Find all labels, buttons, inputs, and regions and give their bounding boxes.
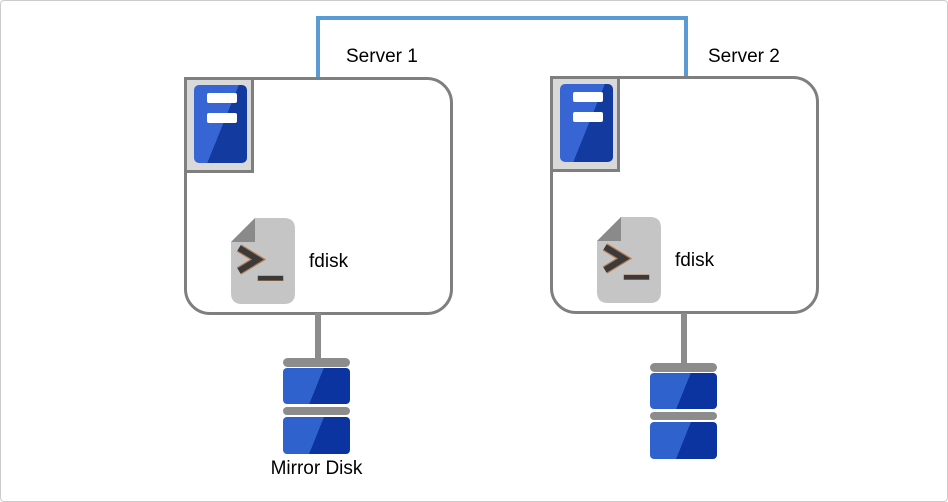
mirror-disk-label: Mirror Disk <box>270 458 363 479</box>
server1-disk-connector-line <box>315 313 321 359</box>
network-link-line <box>316 16 688 78</box>
terminal-document-icon <box>231 218 295 304</box>
server-icon <box>194 85 247 163</box>
disk-cap <box>650 363 717 372</box>
server1-tool-label: fdisk <box>309 251 349 272</box>
server2-node: fdisk <box>550 76 819 314</box>
server2-chassis-frame <box>550 76 620 172</box>
server-icon-slot <box>573 92 603 102</box>
disk-platter <box>650 422 717 459</box>
mirror-disk1-icon: Mirror Disk <box>271 358 362 479</box>
server1-chassis-frame <box>184 77 254 173</box>
disk-platter <box>283 417 350 454</box>
server-icon-slot <box>207 93 237 103</box>
server-icon <box>560 84 613 162</box>
disk-cap <box>283 358 350 367</box>
disk-divider <box>283 407 350 415</box>
server2-tool-label: fdisk <box>675 250 715 271</box>
disk-divider <box>650 412 717 420</box>
server2-label: Server 2 <box>708 46 780 67</box>
server1-label: Server 1 <box>346 46 418 67</box>
terminal-document-icon <box>597 217 661 303</box>
server2-disk-connector-line <box>681 313 687 364</box>
server-icon-slot <box>207 113 237 123</box>
mirror-disk2-icon <box>650 363 717 459</box>
server-icon-slot <box>573 112 603 122</box>
disk-platter <box>650 373 717 409</box>
disk-platter <box>283 368 350 404</box>
server1-node: fdisk <box>184 77 453 315</box>
